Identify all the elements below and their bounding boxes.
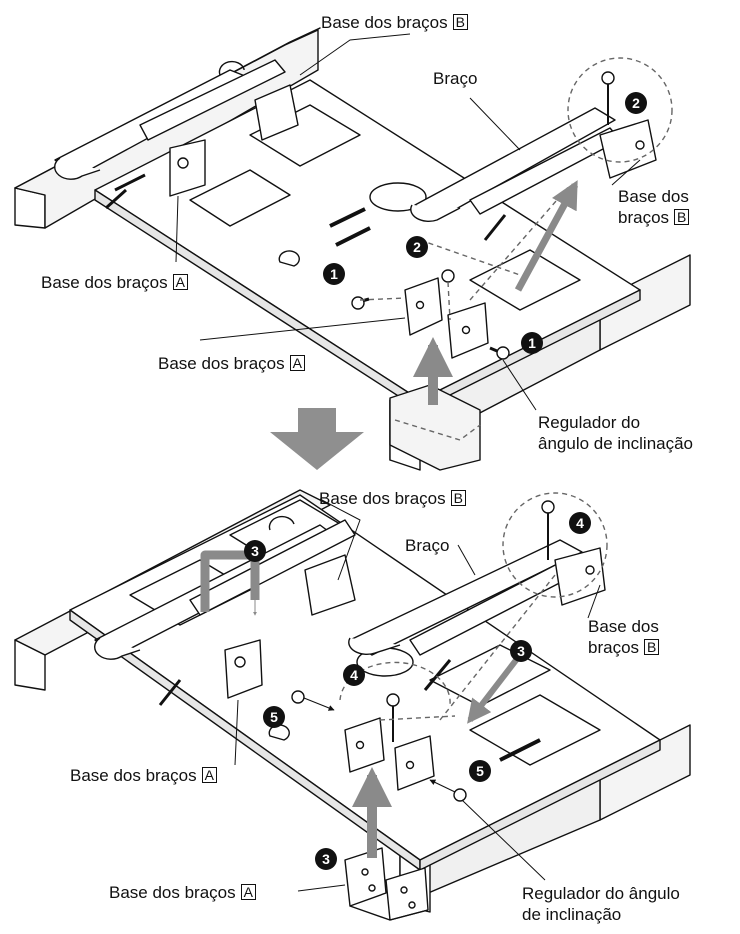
bottom-tilt-regulator-knob	[453, 788, 467, 802]
bottom-base-a-center	[344, 717, 385, 773]
bottom-step-badge: 4	[569, 512, 591, 534]
top-base-b-top	[254, 84, 299, 141]
top-step-badge: 2	[406, 236, 428, 258]
bottom-base-b-top	[304, 554, 356, 616]
bottom-swing-arrow	[200, 550, 260, 612]
bottom-illustration	[14, 489, 691, 921]
bottom-step-badge: 3	[510, 640, 532, 662]
bottom-base-a-loose	[344, 847, 387, 907]
top-step-badge: 2	[625, 92, 647, 114]
top-arm-right	[414, 107, 616, 219]
top-label-braco: Braço	[433, 69, 478, 88]
next-step-arrow	[270, 408, 364, 470]
top-step-badge: 1	[323, 263, 345, 285]
bottom-label-regulador: Regulador do ângulo de inclinação	[522, 884, 680, 924]
bottom-step-badge: 3	[244, 540, 266, 562]
bottom-step-badge: 4	[343, 664, 365, 686]
bottom-step-badge: 5	[263, 706, 285, 728]
bottom-step-badge: 3	[315, 848, 337, 870]
top-tilt-regulator-knob	[496, 346, 510, 360]
top-base-a-left	[169, 139, 206, 197]
top-base-b-right	[599, 119, 657, 179]
top-label-regulador: Regulador do ângulo de inclinação	[538, 413, 694, 453]
bottom-step-badge: 5	[469, 760, 491, 782]
bottom-label-braco: Braço	[405, 536, 450, 555]
bottom-base-b-right	[554, 547, 606, 606]
bottom-base-a-left	[224, 639, 263, 699]
top-illustration	[14, 27, 691, 471]
top-step-badge: 1	[521, 332, 543, 354]
